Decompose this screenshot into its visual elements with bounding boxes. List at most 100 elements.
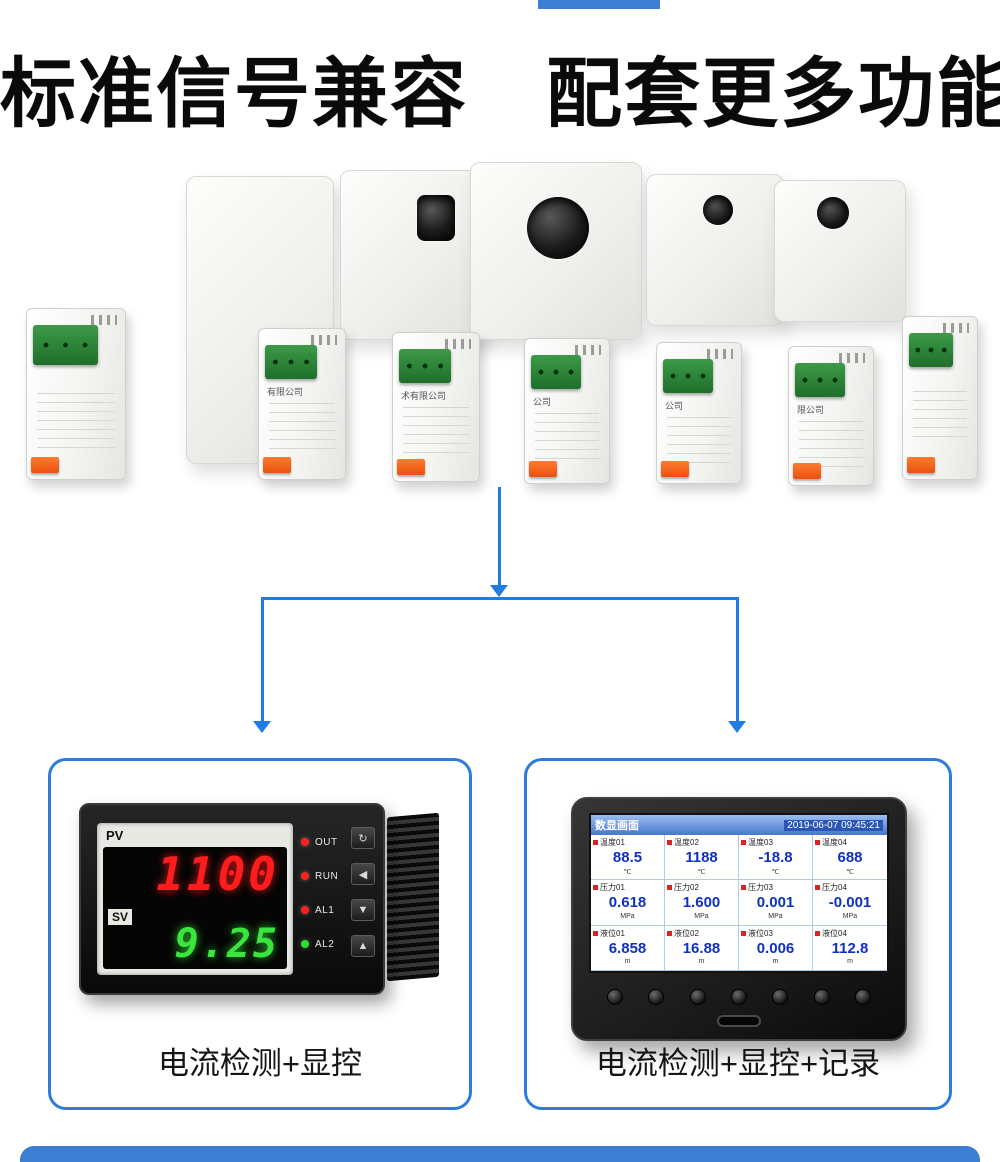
channel-unit: ℃ [771, 868, 780, 876]
channel-icon [815, 930, 820, 936]
meter-front: PV 1100 SV 9.25 OUT RUN [79, 803, 385, 995]
channel-name: 压力02 [674, 883, 699, 893]
label-sticker [667, 417, 731, 463]
shift-left-button: ◀ [351, 863, 375, 885]
flow-split-line [261, 597, 739, 600]
flow-line-down [498, 487, 501, 587]
usb-port [717, 1015, 761, 1027]
flow-line-right [736, 597, 739, 723]
meter-button-column: ↻ ◀ ▼ ▲ [351, 827, 377, 971]
din-clip [263, 457, 291, 473]
channel-cell: 液位01 6.858 m [591, 925, 665, 971]
recorder-button [813, 989, 830, 1005]
transmitter-housing [646, 174, 784, 326]
recorder-button [689, 989, 706, 1005]
channel-name: 液位02 [674, 928, 699, 938]
pv-value: 1100 [156, 847, 279, 901]
channel-name: 压力03 [748, 883, 773, 893]
screen-header: 数显画面 2019-06-07 09:45:21 [591, 815, 887, 835]
terminal-block [909, 333, 954, 367]
channel-value: 88.5 [612, 849, 643, 866]
channel-cell: 液位02 16.88 m [665, 925, 739, 971]
vent-slots [707, 349, 733, 359]
arrowhead-icon [728, 721, 746, 733]
increase-button: ▲ [351, 935, 375, 957]
through-hole [527, 197, 589, 259]
channel-icon [741, 930, 746, 936]
label-sticker [799, 421, 863, 467]
sv-value: 9.25 [174, 921, 279, 967]
recorder-panel: 数显画面 2019-06-07 09:45:21 温度01 88.5 ℃ 温度0… [524, 758, 952, 1110]
through-hole [817, 197, 849, 229]
recorder-button [730, 989, 747, 1005]
channel-icon [741, 885, 746, 891]
terminal-block [265, 345, 317, 379]
channel-unit: m [624, 958, 631, 966]
channel-cell: 液位04 112.8 m [813, 926, 887, 971]
channel-cell: 液位03 0.006 m [739, 925, 813, 971]
channel-unit: m [772, 958, 779, 966]
din-clip [907, 457, 935, 473]
terminal-block [663, 359, 714, 393]
page-title: 标准信号兼容 配套更多功能 [0, 52, 1000, 137]
module-label: 公司 [665, 401, 684, 411]
al2-led-icon [301, 940, 309, 948]
channel-icon [815, 840, 820, 845]
channel-cell: 温度02 1188 ℃ [665, 835, 739, 881]
left-caption: 电流检测+显控 [157, 1046, 363, 1081]
through-hole [417, 195, 455, 241]
arrowhead-icon [490, 585, 508, 597]
channel-unit: m [698, 958, 705, 966]
vent-slots [839, 353, 865, 363]
channel-cell: 压力02 1.600 MPa [665, 880, 739, 926]
channel-name: 温度04 [822, 838, 847, 847]
din-rail-module: 术有限公司 [392, 332, 480, 482]
screen-title: 数显画面 [595, 820, 639, 832]
channel-unit: ℃ [846, 868, 854, 876]
label-sticker [269, 403, 335, 449]
channel-grid: 温度01 88.5 ℃ 温度02 1188 ℃ 温度03 -18.8 ℃ [591, 835, 887, 971]
channel-name: 压力01 [600, 883, 625, 893]
channel-value: 112.8 [831, 939, 869, 957]
channel-icon [593, 885, 598, 891]
transmitter-housing [774, 180, 906, 322]
channel-value: 0.618 [608, 894, 647, 912]
channel-value: -18.8 [758, 849, 793, 866]
channel-value: 1.600 [682, 894, 721, 912]
vent-slots [575, 345, 601, 355]
indicator-label: AL1 [315, 904, 335, 916]
channel-name: 液位03 [748, 928, 773, 938]
terminal-block [795, 363, 846, 397]
decrease-button: ▼ [351, 899, 375, 921]
transmitter-housing [340, 170, 486, 340]
channel-name: 压力04 [822, 883, 847, 893]
bottom-accent-bar [20, 1146, 980, 1162]
vent-slots [91, 315, 117, 325]
recorder-button [607, 989, 623, 1005]
channel-cell: 压力03 0.001 MPa [739, 880, 813, 926]
display-controller-panel: PV 1100 SV 9.25 OUT RUN [48, 758, 472, 1110]
din-rail-module: 有限公司 [258, 328, 346, 480]
arrowhead-icon [253, 721, 271, 733]
channel-cell: 压力04 -0.001 MPa [813, 880, 887, 926]
channel-name: 温度03 [748, 838, 773, 847]
din-rail-module: 公司 [656, 342, 742, 484]
module-label: 公司 [533, 397, 552, 407]
channel-cell: 温度03 -18.8 ℃ [739, 835, 813, 881]
channel-unit: MPa [694, 913, 709, 921]
out-led-icon [301, 838, 309, 846]
indicator-run: RUN [301, 867, 349, 885]
label-sticker [913, 391, 967, 437]
recorder-button [854, 989, 871, 1005]
sv-label: SV [108, 909, 133, 925]
channel-name: 液位04 [822, 928, 847, 938]
channel-icon [741, 840, 746, 845]
din-clip [661, 461, 689, 477]
indicator-al1: AL1 [301, 901, 349, 919]
label-sticker [403, 407, 469, 453]
transmitter-products: 有限公司 术有限公司 公司 公司 限公司 [0, 158, 1000, 488]
indicator-label: AL2 [315, 938, 335, 950]
paperless-recorder: 数显画面 2019-06-07 09:45:21 温度01 88.5 ℃ 温度0… [571, 797, 907, 1041]
channel-icon [667, 840, 672, 845]
